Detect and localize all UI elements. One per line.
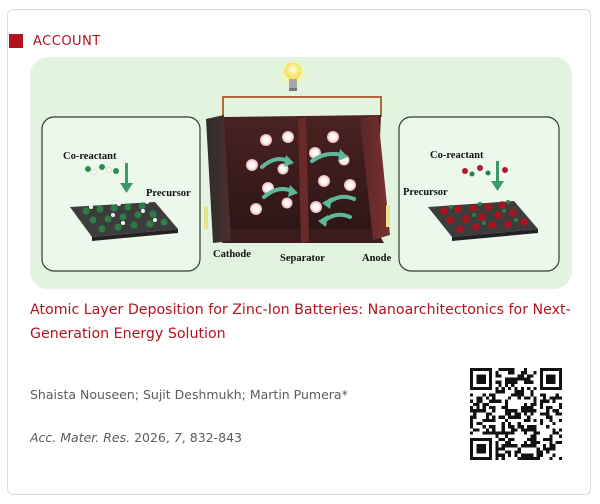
right-arrow-icon bbox=[491, 181, 504, 191]
right-inset: Co-reactant Precursor bbox=[398, 116, 560, 272]
section-text: ACCOUNT bbox=[33, 33, 101, 49]
section-label: ACCOUNT bbox=[9, 32, 101, 50]
cathode-label: Cathode bbox=[213, 249, 251, 260]
light-bulb-icon bbox=[281, 61, 305, 91]
article-citation: Acc. Mater. Res. 2026, 7, 832-843 bbox=[30, 430, 242, 445]
anode-plate bbox=[360, 115, 390, 240]
journal-name: Acc. Mater. Res. bbox=[30, 430, 131, 445]
qr-code-icon[interactable] bbox=[470, 368, 562, 460]
separator-plate bbox=[298, 117, 309, 243]
page-range: 832-843 bbox=[189, 430, 242, 445]
left-arrow-icon bbox=[120, 183, 133, 193]
toc-graphic: Co-reactant Precursor bbox=[30, 57, 572, 289]
anode-label: Anode bbox=[362, 253, 392, 264]
right-precursor-label: Precursor bbox=[403, 187, 448, 198]
left-coreactant-label: Co-reactant bbox=[63, 151, 117, 162]
right-coreactant-label: Co-reactant bbox=[430, 150, 484, 161]
circuit-wire bbox=[222, 96, 382, 117]
separator-label: Separator bbox=[280, 253, 325, 264]
cathode-plate bbox=[206, 115, 231, 243]
left-precursor-label: Precursor bbox=[146, 188, 191, 199]
article-title[interactable]: Atomic Layer Deposition for Zinc-Ion Bat… bbox=[30, 302, 571, 342]
publication-year: 2026 bbox=[134, 430, 166, 445]
battery-cell bbox=[204, 115, 390, 243]
article-authors: Shaista Nouseen; Sujit Deshmukh; Martin … bbox=[30, 387, 348, 402]
section-marker bbox=[9, 34, 23, 48]
volume: 7 bbox=[173, 430, 182, 445]
left-inset: Co-reactant Precursor bbox=[41, 116, 201, 272]
